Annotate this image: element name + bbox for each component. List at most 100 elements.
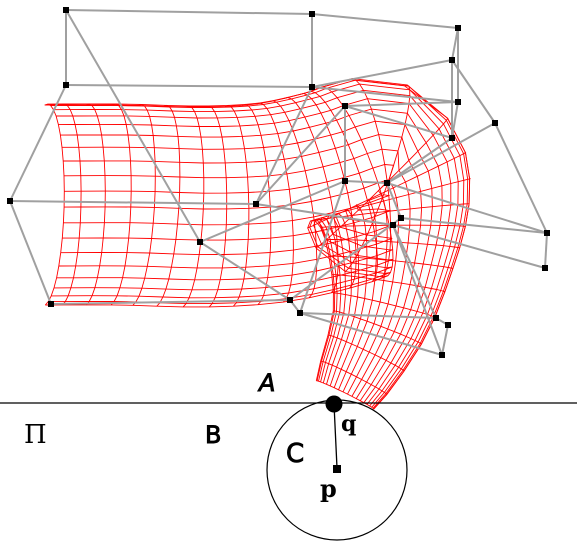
control-net-edge (544, 232, 548, 269)
mesh-line-cross (310, 178, 472, 222)
control-point (449, 57, 455, 63)
control-net-edge (199, 180, 346, 243)
control-point (390, 222, 396, 228)
control-net-edge (392, 224, 443, 356)
mesh-line-cross (224, 104, 250, 307)
control-point (445, 322, 451, 328)
control-point (342, 103, 348, 109)
mesh-line-longitudinal (58, 98, 452, 405)
mesh-line-cross (348, 78, 392, 278)
mesh-line-cross (316, 380, 375, 410)
mesh-line-cross (61, 103, 82, 306)
control-net-edge (344, 105, 453, 139)
mesh-line-cross (132, 104, 156, 306)
control-net-edge (311, 59, 453, 88)
mesh-line-cross (156, 104, 181, 307)
control-net-edge (289, 217, 402, 301)
control-net-edge (255, 105, 346, 205)
control-point (197, 239, 203, 245)
point-q-marker (325, 395, 343, 413)
control-net-edge (299, 312, 443, 356)
mesh-line-cross (333, 310, 422, 345)
control-net-edge (9, 84, 67, 202)
mesh-line-cross (85, 103, 106, 306)
control-net-edge (344, 101, 459, 107)
region-a-label: A (257, 369, 275, 397)
segment-qp (333, 403, 338, 469)
control-net-edge (386, 182, 402, 219)
control-point (7, 198, 13, 204)
point-q-label: q (341, 411, 356, 437)
mesh-line-cross (319, 86, 394, 276)
control-net-edge (451, 101, 459, 139)
mesh-line-cross (344, 84, 411, 272)
mesh-line-cross (331, 274, 446, 293)
surface-mesh (44, 78, 472, 410)
mesh-line-cross (307, 90, 378, 282)
control-net-edge (386, 137, 453, 184)
control-net-edge (451, 59, 496, 124)
mesh-line-cross (325, 239, 461, 249)
point-p-marker (333, 465, 341, 473)
control-net-edge (199, 241, 291, 301)
control-net-edge (255, 203, 394, 226)
control-point (287, 297, 293, 303)
plane-label: Π (24, 420, 47, 450)
mesh-line-cross (269, 100, 318, 299)
control-point (433, 315, 439, 321)
control-net-edge (441, 324, 449, 356)
control-net-edge (392, 224, 437, 319)
control-point (439, 352, 445, 358)
control-net-edge (50, 299, 291, 305)
control-point (297, 310, 303, 316)
control-point (544, 230, 550, 236)
region-c-label: C (286, 439, 304, 469)
mesh-line-cross (284, 96, 339, 294)
mesh-line-cross (320, 224, 466, 229)
control-net-edge (255, 86, 313, 205)
control-point (384, 180, 390, 186)
mesh-line-cross (182, 105, 205, 308)
control-net-edge (400, 217, 548, 234)
control-net-edge (494, 122, 548, 234)
control-point (449, 135, 455, 141)
mesh-line-cross (110, 103, 132, 306)
control-point (542, 265, 548, 271)
mesh-line-longitudinal (60, 108, 443, 403)
region-b-label: B (205, 421, 221, 449)
control-point (63, 7, 69, 13)
control-point (455, 25, 461, 31)
control-point (398, 215, 404, 221)
control-point (342, 178, 348, 184)
control-net-edge (344, 180, 388, 184)
control-net-edge (392, 224, 546, 269)
control-net-edge (386, 122, 496, 184)
control-net-edge (311, 13, 459, 29)
control-point (48, 301, 54, 307)
control-net-edge (451, 27, 459, 61)
mesh-line-cross (256, 102, 294, 303)
mesh-line-longitudinal (62, 120, 433, 401)
control-net-edge (65, 84, 313, 88)
control-net (9, 9, 548, 356)
control-point (455, 99, 461, 105)
mesh-line-longitudinal (44, 79, 471, 410)
control-net-edge (9, 200, 52, 305)
mesh-line-cross (44, 103, 65, 306)
mesh-line-longitudinal (63, 134, 423, 399)
control-net-edge (9, 200, 257, 205)
mesh-line-longitudinal (53, 217, 394, 383)
control-net-edge (311, 86, 459, 103)
mesh-line-cross (307, 152, 467, 229)
mesh-line-cross (327, 334, 405, 372)
mesh-line-cross (333, 292, 436, 318)
control-net-edge (386, 182, 548, 234)
control-point (492, 120, 498, 126)
mesh-line-cross (328, 255, 454, 270)
mesh-line-cross (320, 360, 388, 395)
control-point (309, 84, 315, 90)
control-points (7, 7, 550, 358)
mesh-line-longitudinal (56, 215, 393, 384)
